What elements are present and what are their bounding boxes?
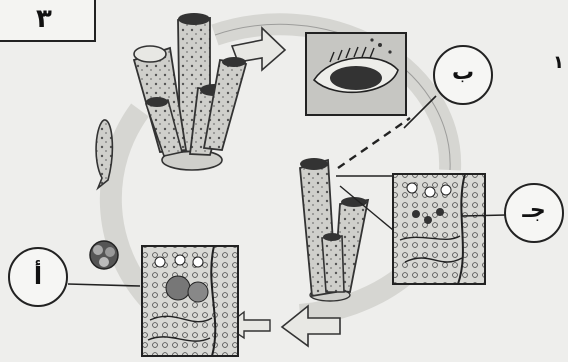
label-b: ب	[448, 62, 478, 84]
label-c: جـ	[514, 200, 554, 222]
top-detail-panel	[306, 33, 406, 115]
bottom-detail-panel	[142, 246, 238, 356]
gemmule-cluster	[90, 241, 118, 269]
young-sponge	[300, 158, 368, 301]
label-a: أ	[23, 264, 53, 288]
right-detail-panel	[393, 174, 485, 284]
